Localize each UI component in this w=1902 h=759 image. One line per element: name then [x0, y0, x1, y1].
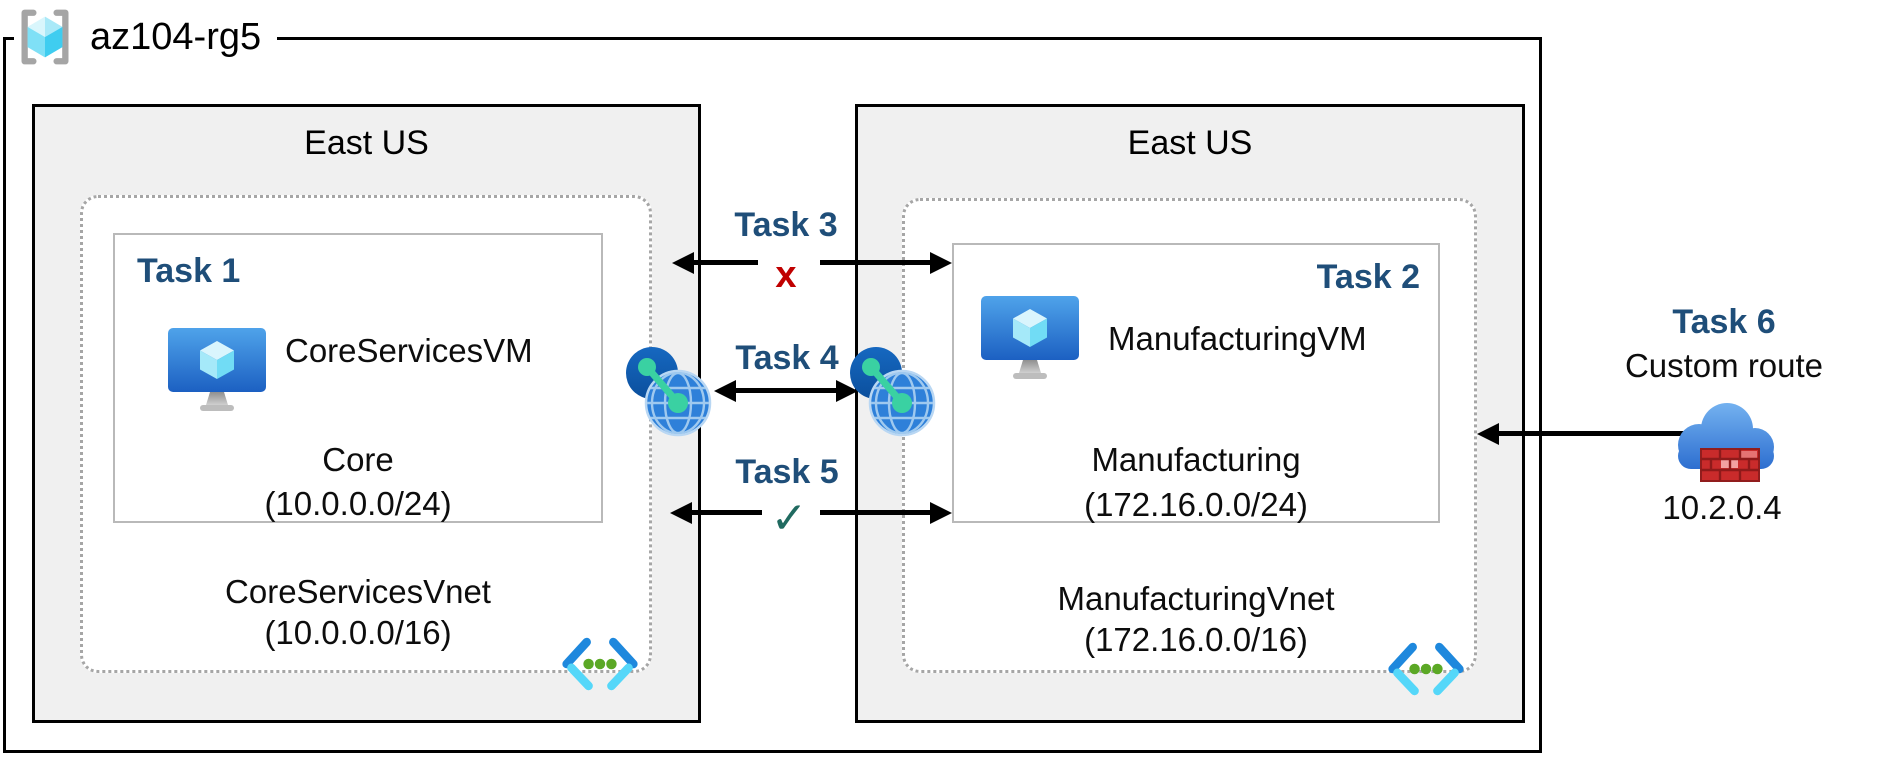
task6-label: Task 6: [1672, 303, 1776, 341]
vm-icon-coreservices: [168, 328, 266, 411]
task3-label: Task 3: [734, 206, 838, 244]
vm-icon-manufacturing: [981, 296, 1079, 379]
appliance-ip: 10.2.0.4: [1662, 489, 1782, 526]
region-title-right: East US: [1127, 124, 1253, 162]
peering-icon-right: [850, 347, 936, 437]
subnet-cidr-right: (172.16.0.0/24): [1084, 486, 1308, 523]
task6-arrow-line: [1497, 431, 1690, 436]
task6-description: Custom route: [1624, 347, 1824, 384]
task2-label: Task 2: [1316, 258, 1420, 296]
task5-arrow-segment-left: [690, 510, 762, 515]
region-title-left: East US: [304, 124, 429, 162]
vnet-name-right: ManufacturingVnet: [1057, 580, 1335, 617]
subnet-box-manufacturing: Task 2 ManufacturingVM Manufacturing (17…: [952, 243, 1440, 523]
task5-label: Task 5: [735, 453, 839, 491]
subnet-box-core: Task 1 CoreServicesVM Core (10.0.0.0/24): [113, 233, 603, 523]
task3-arrow-segment-right: [820, 260, 930, 265]
peering-icon-left: [626, 347, 712, 437]
task5-arrowhead-left: [670, 502, 692, 524]
task4-arrow-line: [734, 388, 838, 393]
vm-name-right: ManufacturingVM: [1108, 320, 1367, 357]
subnet-name-left: Core: [322, 441, 394, 478]
task5-arrow-segment-right: [820, 510, 930, 515]
task4-arrowhead-right: [836, 380, 858, 402]
task1-label: Task 1: [137, 252, 241, 290]
vnet-cidr-left: (10.0.0.0/16): [264, 614, 452, 651]
resource-group-name: az104-rg5: [90, 15, 262, 58]
task3-arrow-segment-left: [692, 260, 758, 265]
resource-group-label: az104-rg5: [14, 4, 278, 70]
task5-allowed-check: ✓: [770, 494, 808, 543]
task4-label: Task 4: [735, 339, 839, 377]
task4-arrowhead-left: [714, 380, 736, 402]
subnet-name-right: Manufacturing: [1091, 441, 1301, 478]
task3-arrowhead-left: [672, 252, 694, 274]
vnet-icon-left: [562, 637, 638, 691]
task3-arrowhead-right: [930, 252, 952, 274]
task5-arrowhead-right: [930, 502, 952, 524]
vnet-icon-right: [1388, 642, 1464, 696]
task3-blocked-x: x: [775, 254, 797, 296]
resource-group-icon: [21, 9, 69, 65]
vm-name-left: CoreServicesVM: [285, 332, 533, 369]
task6-arrowhead: [1477, 423, 1499, 445]
cloud-firewall-icon: [1678, 403, 1774, 482]
vnet-cidr-right: (172.16.0.0/16): [1084, 621, 1308, 658]
vnet-name-left: CoreServicesVnet: [225, 573, 491, 610]
subnet-cidr-left: (10.0.0.0/24): [264, 485, 452, 522]
